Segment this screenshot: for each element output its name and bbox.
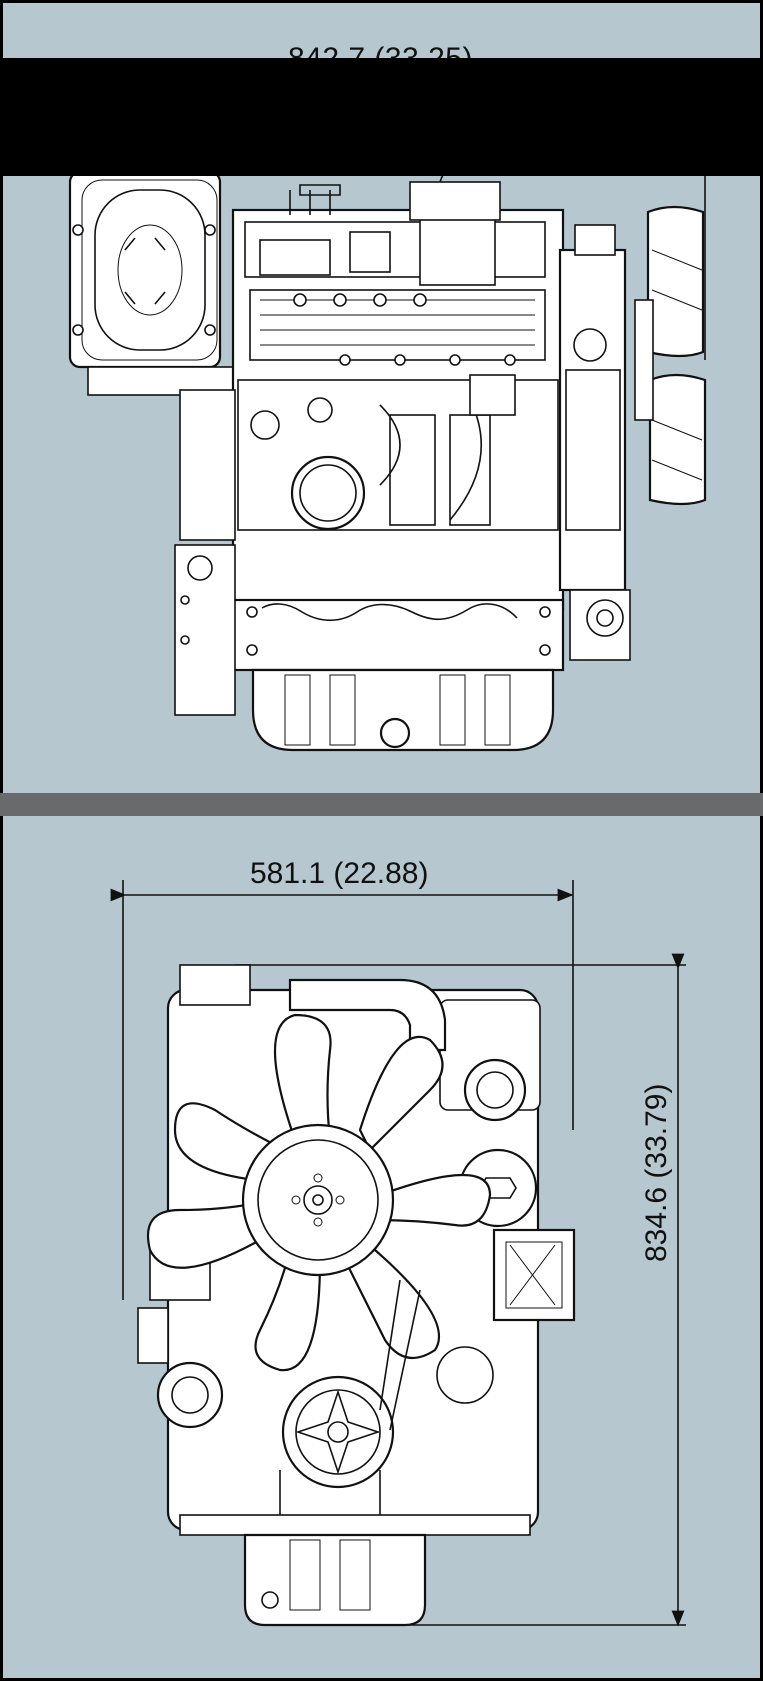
engine-front-view	[110, 880, 686, 1627]
fan	[146, 1013, 492, 1372]
redaction-bar	[0, 58, 763, 176]
width-dimension-label: 581.1 (22.88)	[250, 857, 429, 890]
engine-side-view	[68, 150, 707, 752]
height-dimension-label: 834.6 (33.79)	[640, 1083, 673, 1262]
panel-separator	[0, 793, 763, 816]
